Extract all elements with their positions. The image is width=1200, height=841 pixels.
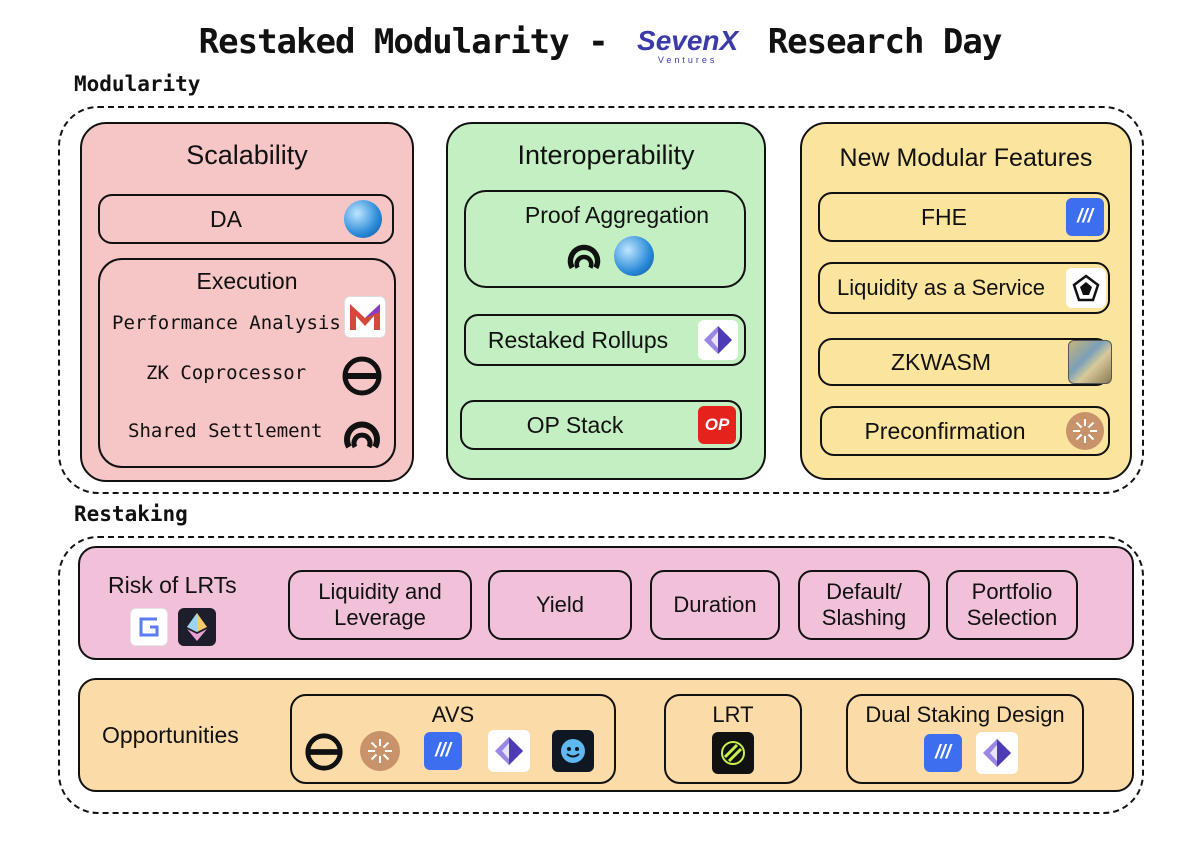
pentagon-logo-icon (1066, 268, 1106, 308)
blue-swirl-icon (344, 200, 382, 238)
m-logo-icon (344, 296, 386, 338)
restaking-label: Restaking (74, 502, 188, 526)
purple-diamond-icon (976, 732, 1018, 774)
triple-slash-icon: /// (1066, 198, 1104, 236)
risk-title: Risk of LRTs (108, 572, 237, 598)
artwork-thumbnail-icon (1068, 340, 1112, 384)
lrt-box (664, 694, 802, 784)
title-right: Research Day (767, 22, 1003, 62)
risk-item-line1: Duration (673, 592, 757, 617)
risk-yield: Yield (488, 570, 632, 640)
fhe-box: FHE (818, 192, 1110, 242)
modularity-label: Modularity (74, 72, 201, 96)
op-stack-box: OP Stack (460, 400, 742, 450)
execution-title: Execution (196, 268, 298, 294)
arch-ring-icon (340, 412, 384, 456)
triple-slash-icon: /// (424, 732, 462, 770)
arch-ring-icon (564, 236, 604, 276)
da-label: DA (210, 205, 242, 232)
avs-box (290, 694, 616, 784)
smiley-logo-icon (552, 730, 594, 772)
proof-aggregation-box (464, 190, 746, 288)
execution-box (98, 258, 396, 468)
risk-portfolio-selection: Portfolio Selection (946, 570, 1078, 640)
page-title: Restaked Modularity - SevenX Ventures Re… (0, 22, 1200, 65)
risk-item-line2: Leverage (334, 605, 426, 630)
avs-label: AVS (431, 702, 475, 727)
green-stripe-icon (712, 732, 754, 774)
crossed-circle-icon (340, 354, 384, 398)
purple-diamond-icon (488, 730, 530, 772)
title-left: Restaked Modularity - (198, 22, 609, 62)
g-logo-icon (130, 608, 168, 646)
new-features-title: New Modular Features (839, 144, 1093, 172)
op-logo-icon: OP (698, 406, 736, 444)
zk-coprocessor-label: ZK Coprocessor (146, 362, 307, 384)
restaked-rollups-box: Restaked Rollups (464, 314, 746, 366)
liquidity-as-a-service-label: Liquidity as a Service (837, 275, 1045, 300)
liquidity-as-a-service-box: Liquidity as a Service (818, 262, 1110, 314)
interoperability-title: Interoperability (517, 140, 695, 170)
dual-staking-box (846, 694, 1084, 784)
restaking-container (58, 536, 1144, 814)
risk-item-line2: Selection (966, 605, 1058, 630)
preconfirmation-label: Preconfirmation (864, 417, 1026, 444)
risk-panel (78, 546, 1134, 660)
risk-default-slashing: Default/ Slashing (798, 570, 930, 640)
performance-analysis-label: Performance Analysis (112, 312, 341, 334)
modularity-container (58, 106, 1144, 494)
op-stack-label: OP Stack (526, 411, 624, 438)
scalability-title: Scalability (186, 140, 308, 170)
proof-aggregation-label: Proof Aggregation (524, 202, 710, 228)
lrt-label: LRT (712, 702, 754, 727)
shared-settlement-label: Shared Settlement (128, 420, 323, 442)
crossed-circle-icon (302, 730, 346, 774)
sunburst-icon (1066, 412, 1104, 450)
risk-duration: Duration (650, 570, 780, 640)
da-box: DA (98, 194, 394, 244)
restaked-rollups-label: Restaked Rollups (487, 326, 669, 353)
zkwasm-box: ZKWASM (818, 338, 1110, 386)
dual-staking-label: Dual Staking Design (865, 702, 1065, 727)
blue-swirl-icon (614, 236, 654, 276)
zkwasm-label: ZKWASM (890, 348, 992, 375)
purple-diamond-icon (698, 320, 738, 360)
sevenx-logo-brand: SevenX (637, 25, 739, 56)
risk-item-line1: Portfolio (971, 578, 1053, 604)
preconfirmation-box: Preconfirmation (820, 406, 1110, 456)
sunburst-icon (360, 731, 400, 771)
risk-item-line1: Default/ (826, 578, 902, 604)
ethereum-icon (178, 608, 216, 646)
risk-liquidity-leverage: Liquidity and Leverage (288, 570, 472, 640)
fhe-label: FHE (921, 203, 967, 230)
triple-slash-icon: /// (924, 734, 962, 772)
opportunities-title: Opportunities (102, 722, 239, 748)
risk-item-line2: Slashing (821, 605, 907, 630)
risk-item-line1: Liquidity and (318, 578, 442, 604)
sevenx-logo-sub: Ventures (657, 55, 718, 65)
sevenx-logo: SevenX Ventures (637, 22, 738, 65)
risk-item-line1: Yield (535, 592, 585, 617)
